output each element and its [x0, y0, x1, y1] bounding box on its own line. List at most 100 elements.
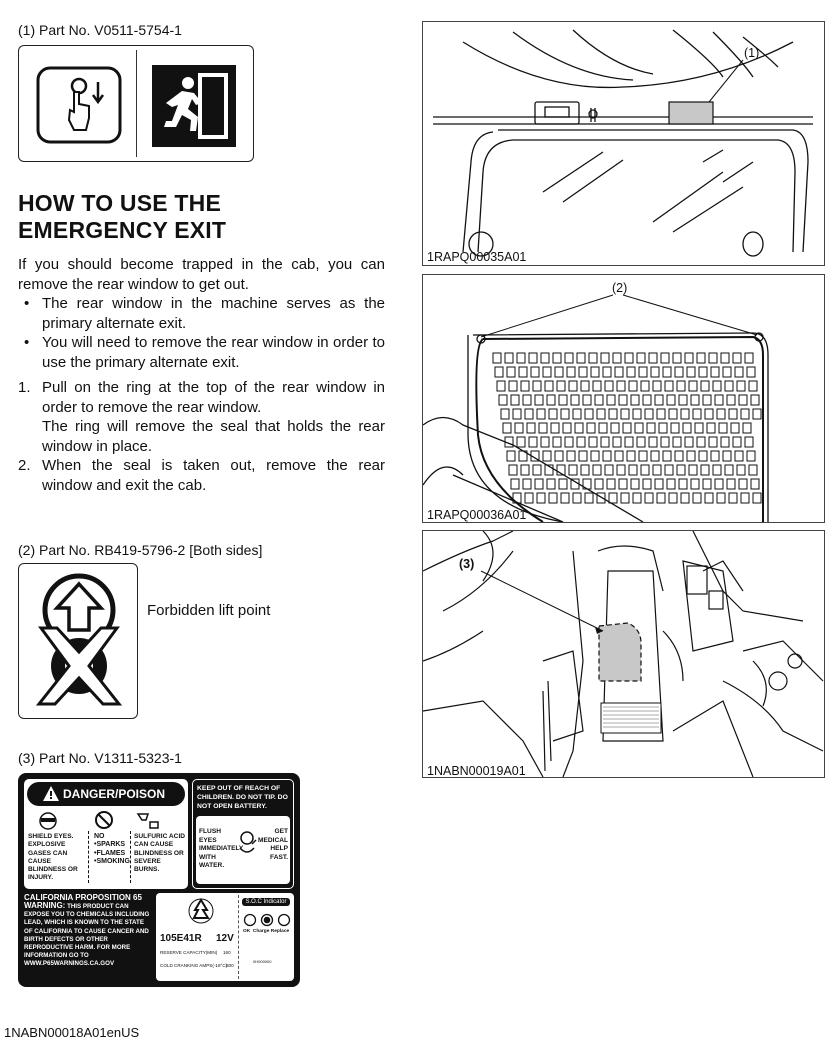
window-grid-cell: [592, 380, 602, 392]
window-grid-cell: [504, 352, 514, 364]
flush-eyes-text: FLUSH EYES IMMEDIATELY WITH WATER.: [199, 828, 244, 869]
window-grid-cell: [596, 492, 606, 504]
window-grid-cell: [562, 422, 572, 434]
window-grid-cell: [558, 478, 568, 490]
window-grid-cell: [576, 436, 586, 448]
keep-out-text: KEEP OUT OF REACH OF CHILDREN. DO NOT TI…: [197, 785, 288, 810]
window-grid-cell: [520, 380, 530, 392]
soc-indicator-icon: [243, 913, 291, 927]
window-grid-cell: [498, 394, 508, 406]
window-grid-cell: [550, 422, 560, 434]
forbidden-lift-text: Forbidden lift point: [147, 602, 271, 619]
window-grid-cell: [734, 450, 744, 462]
figure-callout: (1): [744, 46, 760, 60]
window-grid-cell: [672, 436, 682, 448]
window-grid-cell: [662, 366, 672, 378]
window-grid-cell: [672, 352, 682, 364]
label1-caption: (1) Part No. V0511-5754-1: [18, 22, 182, 38]
window-grid-cell: [520, 464, 530, 476]
window-grid-cell: [680, 492, 690, 504]
window-grid-cell: [540, 436, 550, 448]
cab-rear-window-illustration: [433, 29, 813, 257]
document-code: 1NABN00018A01enUS: [4, 1025, 140, 1040]
window-grid-cell: [700, 464, 710, 476]
battery-voltage: 12V: [216, 933, 234, 944]
window-grid-cell: [612, 436, 622, 448]
window-grid-cell: [684, 352, 694, 364]
danger-banner: DANGER/POISON: [27, 782, 185, 806]
window-grid-cell: [678, 478, 688, 490]
window-grid-cell: [528, 436, 538, 448]
window-grid-cell: [556, 380, 566, 392]
window-grid-cell: [588, 436, 598, 448]
window-grid-cell: [618, 394, 628, 406]
window-grid-cell: [508, 380, 518, 392]
window-grid-cell: [692, 492, 702, 504]
window-grid-cell: [546, 478, 556, 490]
window-grid-cell: [660, 436, 670, 448]
window-grid-cell: [560, 408, 570, 420]
label-code: 0H000000: [253, 959, 272, 964]
window-grid-cell: [728, 492, 738, 504]
window-grid-cell: [740, 408, 750, 420]
window-grid-cell: [732, 352, 742, 364]
window-grid-cell: [636, 436, 646, 448]
window-grid-cell: [644, 492, 654, 504]
window-grid-cell: [742, 422, 752, 434]
window-grid-cell: [590, 450, 600, 462]
warning-triangle-icon: [43, 786, 59, 801]
window-grid-cell: [716, 492, 726, 504]
reserve-capacity-value: 160: [223, 950, 231, 955]
window-grid-cell: [660, 352, 670, 364]
window-grid-cell: [590, 366, 600, 378]
window-grid-cell: [724, 380, 734, 392]
acid-icon: [136, 813, 159, 829]
list-item: You will need to remove the rear window …: [18, 333, 385, 372]
no-text: NO •SPARKS •FLAMES •SMOKING: [94, 833, 130, 865]
window-grid-cell: [702, 394, 712, 406]
window-grid-cell: [504, 436, 514, 448]
window-grid-cell: [750, 478, 760, 490]
window-grid-cell: [674, 450, 684, 462]
window-grid-cell: [496, 380, 506, 392]
step-list: 1. Pull on the ring at the top of the re…: [18, 378, 385, 495]
window-grid-cell: [620, 492, 630, 504]
window-grid-cell: [736, 464, 746, 476]
window-grid-cell: [554, 450, 564, 462]
window-grid-cell: [506, 366, 516, 378]
window-grid-cell: [666, 394, 676, 406]
medical-help-text: GET MEDICAL HELP FAST.: [258, 828, 289, 861]
window-grid-cell: [620, 408, 630, 420]
window-grid-cell: [494, 366, 504, 378]
window-grid-cell: [572, 408, 582, 420]
intro-text: If you should become trapped in the cab,…: [18, 256, 385, 293]
figure-battery-location: (3) 1NABN00019A01: [422, 530, 825, 778]
prop65-title: CALIFORNIA PROPOSITION 65: [24, 893, 142, 902]
window-grid-cell: [752, 492, 762, 504]
window-grid-cell: [558, 394, 568, 406]
window-grid-cell: [592, 464, 602, 476]
rear-window-illustration: [423, 294, 769, 522]
window-grid-cell: [604, 464, 614, 476]
window-grid-cell: [556, 464, 566, 476]
window-grid-cell: [704, 492, 714, 504]
window-grid-cell: [566, 366, 576, 378]
window-grid-cell: [710, 450, 720, 462]
soc-labels: OK Charge Replace: [243, 929, 290, 934]
window-grid-cell: [654, 394, 664, 406]
window-grid-cell: [722, 450, 732, 462]
forbidden-lift-label: [18, 563, 138, 719]
window-grid-cell: [544, 464, 554, 476]
window-grid-cell: [570, 394, 580, 406]
window-grid-cell: [680, 408, 690, 420]
window-grid-cell: [720, 352, 730, 364]
window-grid-cell: [578, 450, 588, 462]
window-grid-cell: [716, 408, 726, 420]
window-grid-cell: [584, 408, 594, 420]
window-grid-cell: [726, 478, 736, 490]
window-grid-cell: [736, 380, 746, 392]
window-grid-cell: [594, 478, 604, 490]
window-grid-cell: [512, 408, 522, 420]
window-grid-cell: [536, 408, 546, 420]
recycle-icon: [188, 898, 214, 924]
